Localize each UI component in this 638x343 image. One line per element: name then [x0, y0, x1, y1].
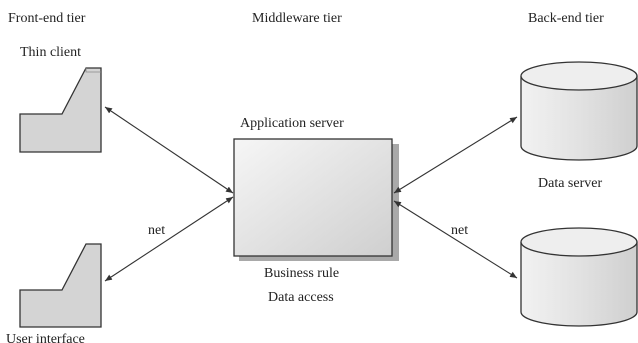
net-label-left: net: [148, 223, 165, 238]
business-rule-label: Business rule: [264, 266, 339, 281]
tier-label-back-end: Back-end tier: [528, 11, 604, 26]
link-thin-client-server: [104, 106, 234, 194]
database-icon: [520, 227, 638, 327]
link-user-interface-server: [104, 196, 234, 282]
data-server-icon: [520, 61, 638, 161]
tier-label-front-end: Front-end tier: [8, 11, 86, 26]
user-interface-label: User interface: [6, 332, 85, 343]
net-label-right: net: [451, 223, 468, 238]
thin-client-label: Thin client: [20, 45, 81, 60]
application-server-label: Application server: [240, 116, 344, 131]
application-server-box: [233, 138, 399, 261]
link-server-data-server: [393, 116, 518, 194]
data-access-label: Data access: [268, 290, 334, 305]
data-server-label: Data server: [538, 176, 602, 191]
link-server-database: [393, 200, 518, 279]
tier-label-middleware: Middleware tier: [252, 11, 342, 26]
thin-client-icon: [19, 67, 102, 153]
user-interface-icon: [19, 243, 102, 328]
